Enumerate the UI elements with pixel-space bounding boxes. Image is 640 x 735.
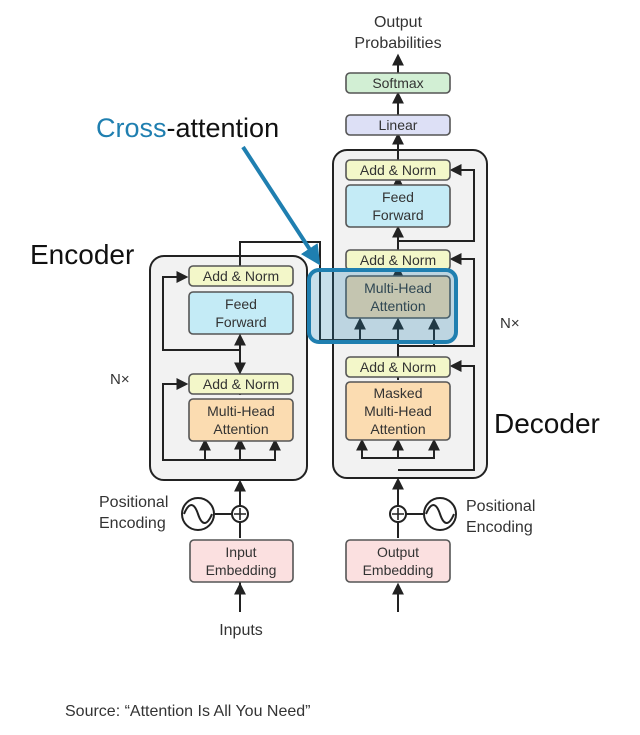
decoder-output-embedding bbox=[345, 539, 451, 583]
decoder-positional-line2: Encoding bbox=[466, 519, 533, 536]
encoder-input-embedding bbox=[189, 539, 294, 583]
encoder-add-norm-bottom bbox=[188, 373, 294, 395]
encoder-mha-line1: Multi-Head bbox=[207, 403, 275, 419]
input-embedding-line2: Embedding bbox=[206, 562, 277, 578]
decoder-add-norm-bottom-label: Add & Norm bbox=[360, 359, 436, 375]
masked-mha-line3: Attention bbox=[370, 421, 425, 437]
output-embedding-line2: Embedding bbox=[363, 562, 434, 578]
output-probabilities-line1: Output bbox=[374, 14, 423, 31]
decoder-nx-label: N× bbox=[500, 315, 520, 332]
linear-label: Linear bbox=[379, 117, 418, 133]
encoder-stack: Add & Norm Feed Forward Add & Norm Multi… bbox=[149, 241, 321, 481]
encoder-add-norm-top bbox=[188, 265, 294, 287]
decoder-masked-multi-head-attention bbox=[345, 381, 451, 441]
source-caption: Source: “Attention Is All You Need” bbox=[65, 703, 310, 720]
decoder-stack: Add & Norm Feed Forward Add & Norm Multi… bbox=[319, 53, 488, 479]
decoder-mha-line1: Multi-Head bbox=[364, 280, 432, 296]
decoder-feed-forward-line2: Forward bbox=[372, 207, 423, 223]
cross-attention-highlight bbox=[307, 268, 458, 344]
encoder-mha-line2: Attention bbox=[213, 421, 268, 437]
decoder-mha-line2: Attention bbox=[370, 298, 425, 314]
encoder-multi-head-attention bbox=[188, 398, 294, 442]
encoder-stack-frame bbox=[149, 255, 308, 481]
masked-mha-line2: Multi-Head bbox=[364, 403, 432, 419]
encoder-positional-encoding-icon bbox=[181, 497, 215, 531]
decoder-feed-forward bbox=[345, 184, 451, 228]
encoder-add-norm-bottom-label: Add & Norm bbox=[203, 376, 279, 392]
cross-attention-title: Cross-attention bbox=[96, 113, 279, 143]
encoder-nx-label: N× bbox=[110, 371, 130, 388]
input-embedding-line1: Input bbox=[225, 544, 256, 560]
output-embedding-line1: Output bbox=[377, 544, 419, 560]
decoder-feed-forward-line1: Feed bbox=[382, 189, 414, 205]
encoder-positional-line2: Encoding bbox=[99, 515, 166, 532]
cross-attention-suffix: -attention bbox=[167, 113, 280, 143]
decoder-multi-head-attention bbox=[345, 275, 451, 319]
cross-attention-prefix: Cross bbox=[96, 113, 167, 143]
decoder-positional-encoding-icon bbox=[423, 497, 457, 531]
decoder-add-norm-mid-label: Add & Norm bbox=[360, 252, 436, 268]
softmax-label: Softmax bbox=[372, 75, 423, 91]
inputs-label: Inputs bbox=[219, 622, 263, 639]
output-probabilities-line2: Probabilities bbox=[354, 35, 441, 52]
decoder-linear bbox=[345, 114, 451, 136]
decoder-heading: Decoder bbox=[494, 408, 600, 439]
decoder-add-norm-top-label: Add & Norm bbox=[360, 162, 436, 178]
decoder-positional-line1: Positional bbox=[466, 498, 535, 515]
encoder-heading: Encoder bbox=[30, 239, 134, 270]
encoder-feed-forward-line2: Forward bbox=[215, 314, 266, 330]
decoder-add-norm-top bbox=[345, 159, 451, 181]
decoder-softmax bbox=[345, 72, 451, 94]
encoder-add-norm-top-label: Add & Norm bbox=[203, 268, 279, 284]
masked-mha-line1: Masked bbox=[373, 385, 422, 401]
cross-attention-pointer bbox=[241, 145, 321, 266]
decoder-add-norm-bottom bbox=[345, 356, 451, 378]
encoder-feed-forward-line1: Feed bbox=[225, 296, 257, 312]
encoder-positional-line1: Positional bbox=[99, 494, 168, 511]
